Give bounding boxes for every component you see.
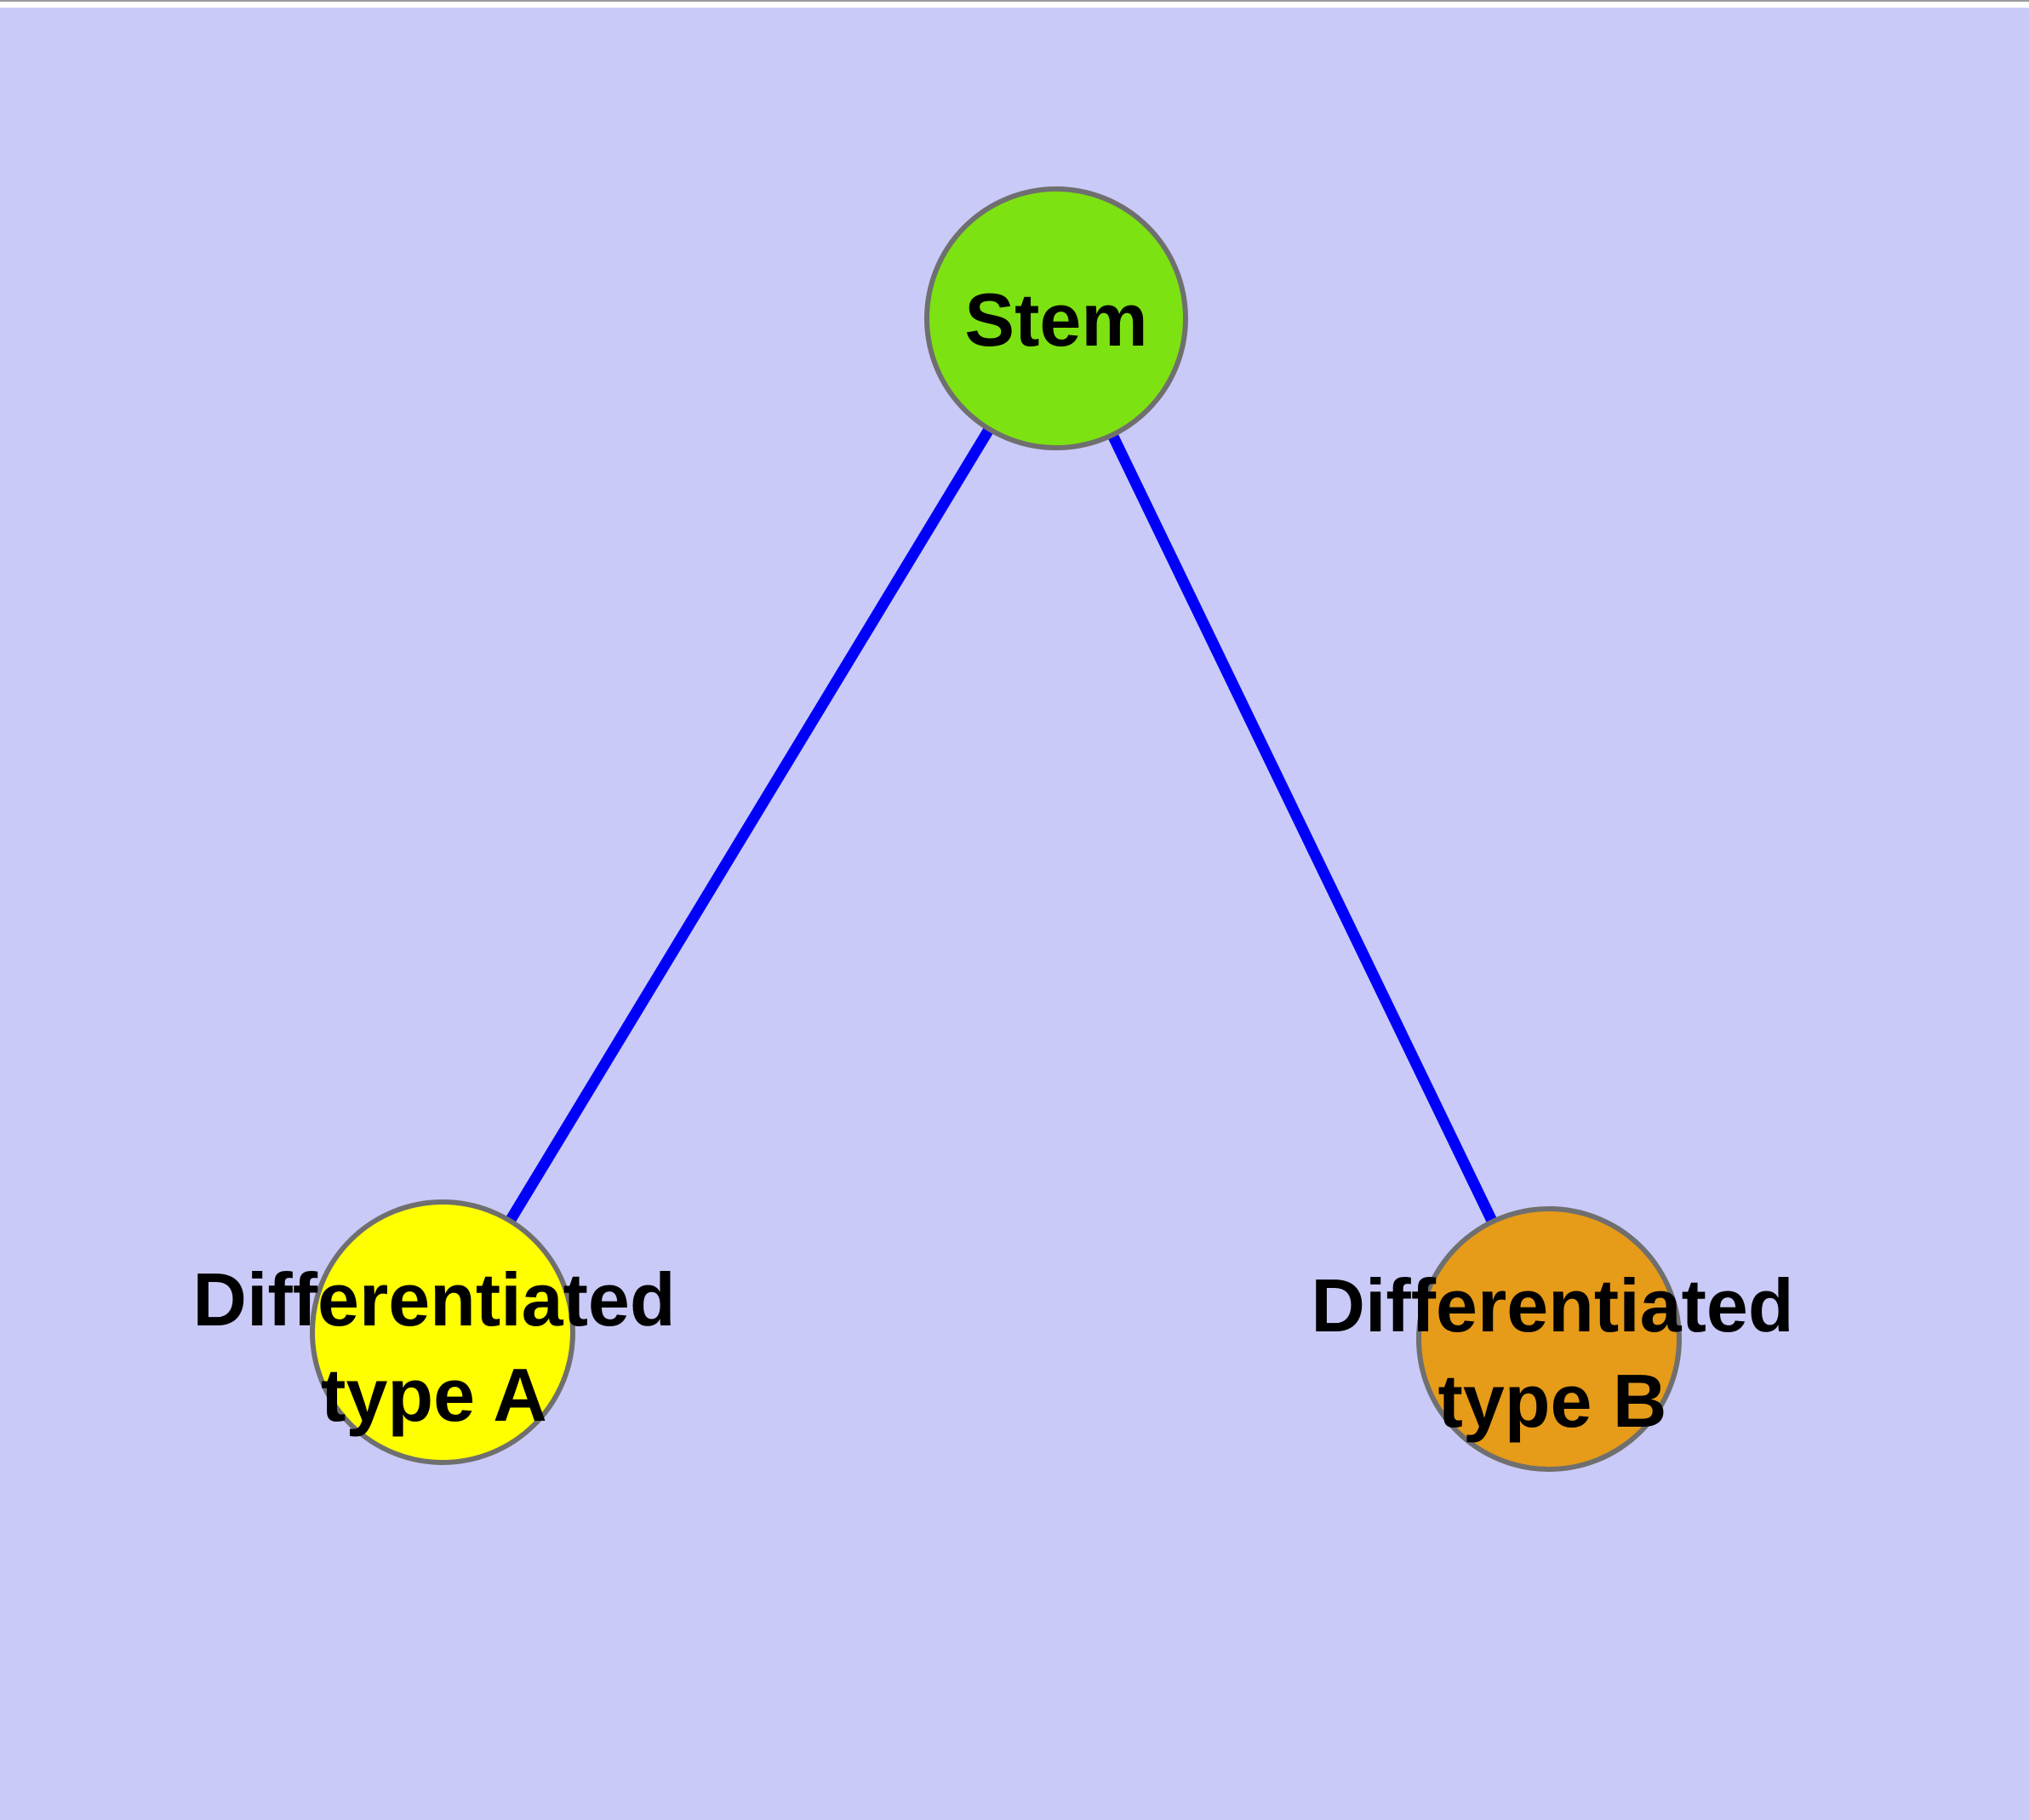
top-hairline	[0, 0, 2029, 2]
top-margin	[0, 2, 2029, 8]
edge-stem-to-type-b	[1051, 316, 1554, 1342]
type-a-node-label: Differentiated type A	[192, 1257, 676, 1437]
stem-node-circle	[924, 186, 1188, 450]
stem-node-label: Stem	[964, 278, 1148, 362]
type-b-node-circle	[1416, 1206, 1682, 1472]
type-b-node-label: Differentiated type B	[1311, 1263, 1794, 1443]
type-a-node-circle	[310, 1199, 575, 1465]
edge-stem-to-type-a	[437, 315, 1061, 1336]
